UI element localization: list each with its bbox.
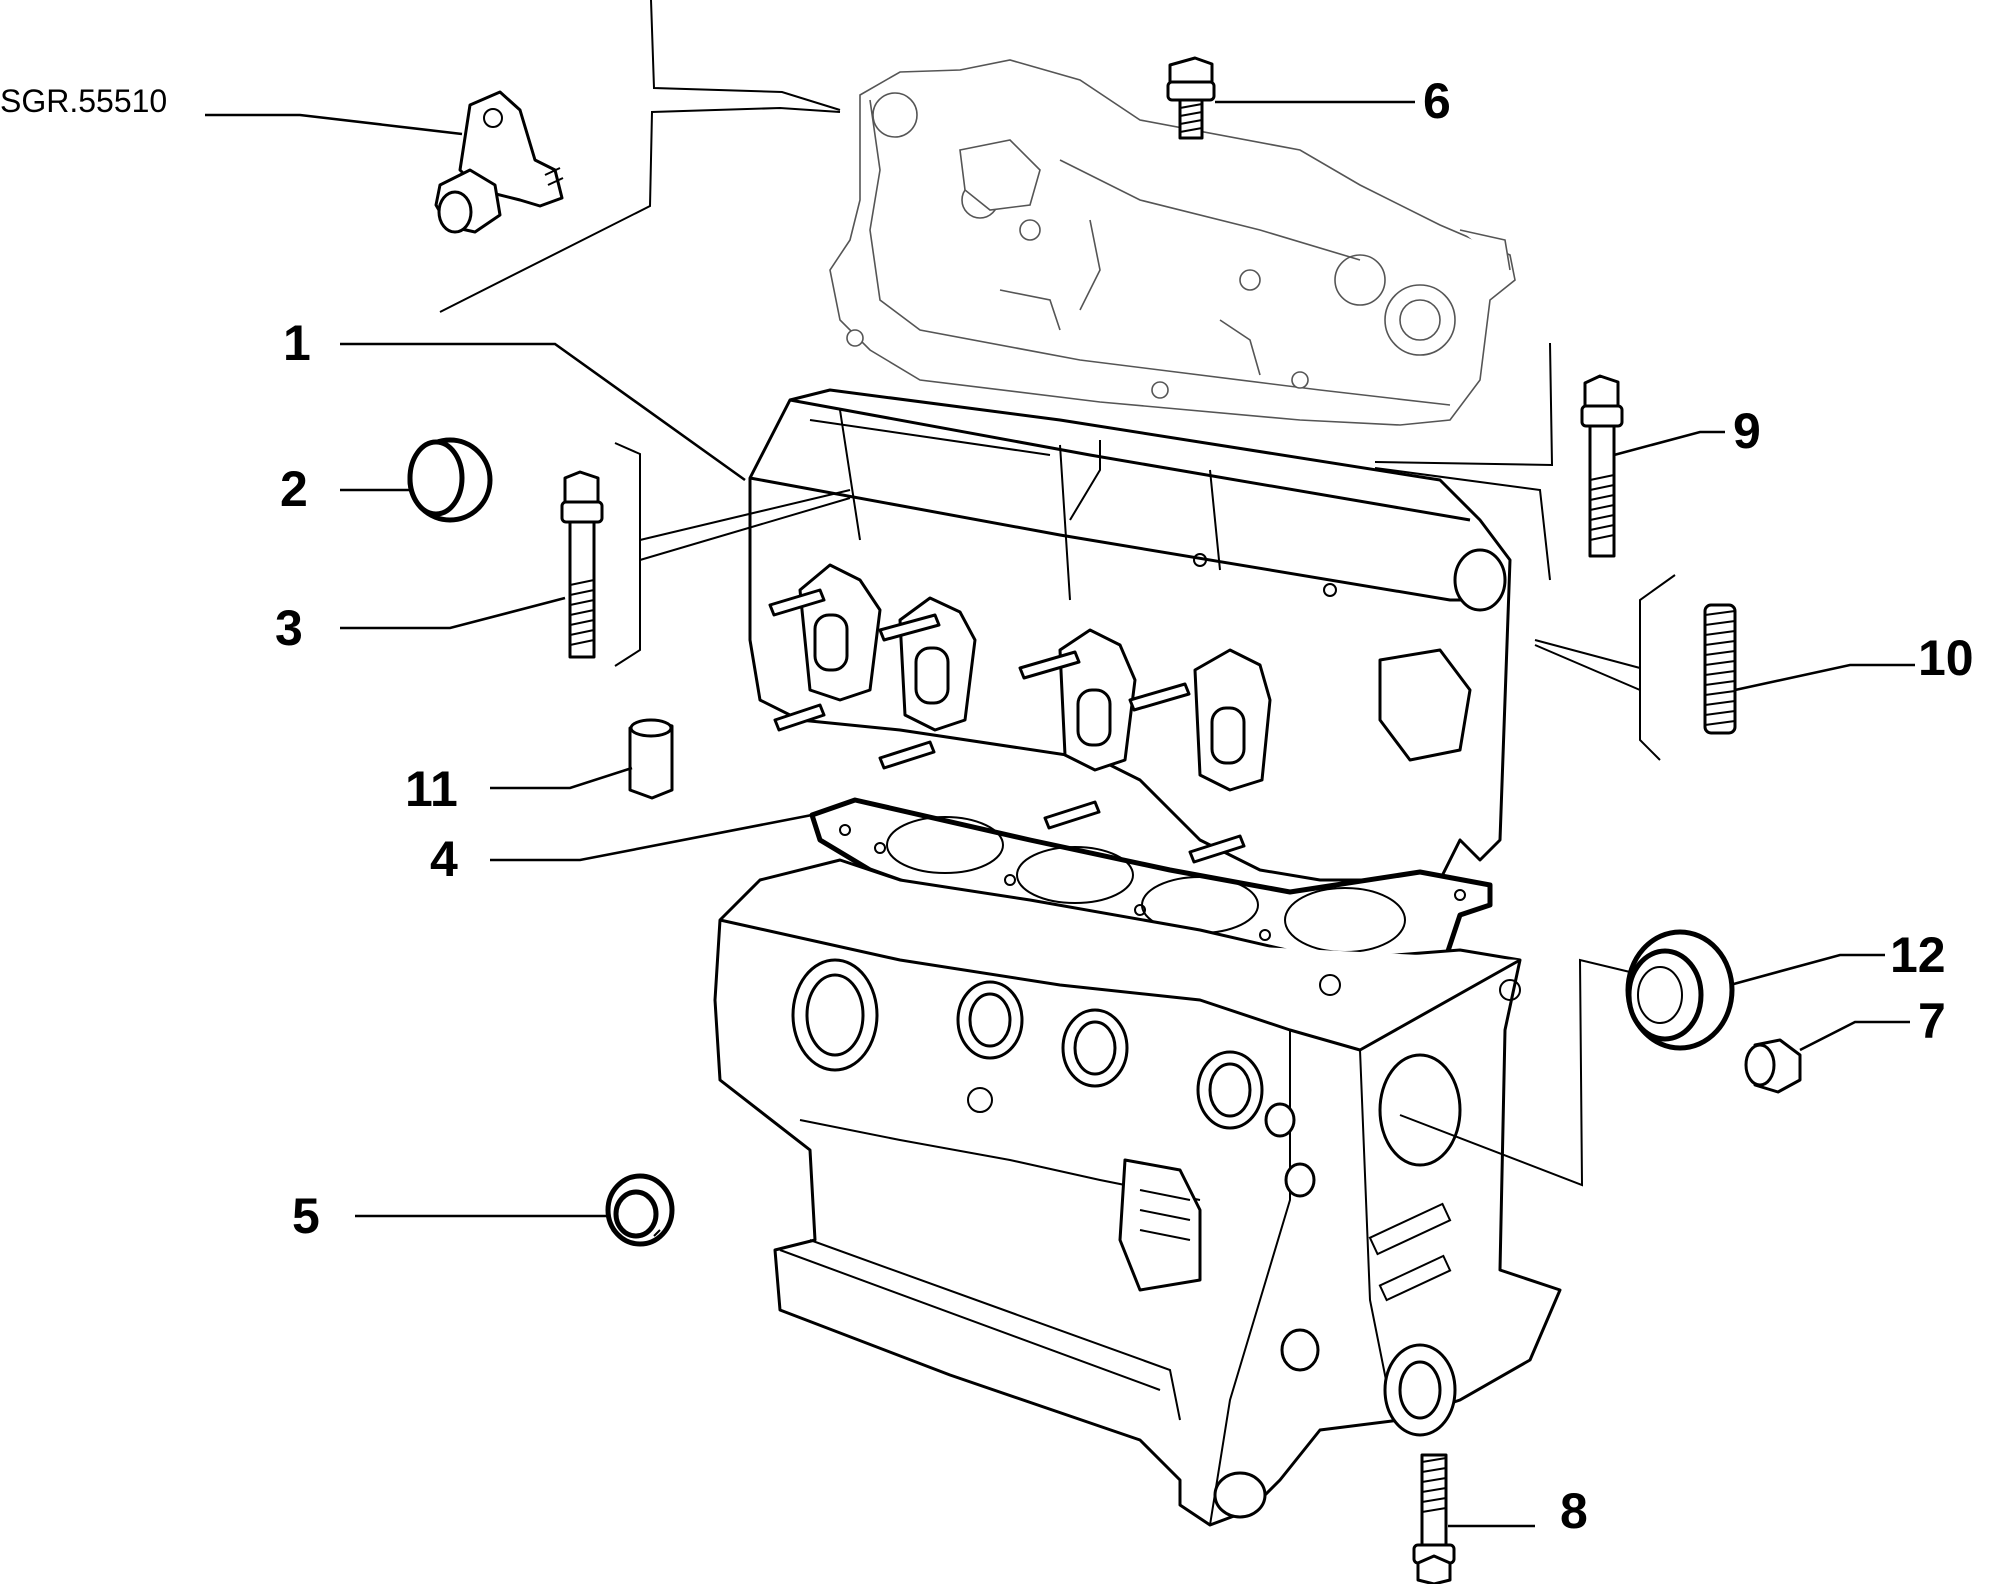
callout-12: 12 (1890, 927, 1946, 983)
bracket-top-2 (439, 106, 841, 313)
oil-seal-12 (1625, 929, 1735, 1051)
leader-reference (205, 113, 463, 136)
callout-6: 6 (1423, 73, 1451, 129)
plug-7 (1744, 1038, 1802, 1094)
cylinder-head (748, 388, 1512, 882)
bracket-top (650, 0, 841, 111)
stud-10 (1703, 603, 1737, 735)
callout-7: 7 (1918, 993, 1946, 1049)
bracket-left (614, 442, 641, 667)
leader-9 (1613, 430, 1725, 457)
tappet (407, 437, 493, 523)
callout-11: 11 (405, 761, 458, 817)
leader-4 (490, 813, 813, 862)
leader-3 (340, 596, 566, 630)
camshaft-sensor (434, 90, 564, 234)
bracket-left-link-2 (639, 497, 851, 561)
head-bolt (560, 470, 604, 659)
callout-2: 2 (280, 461, 308, 517)
callout-9: 9 (1733, 403, 1761, 459)
bracket-10 (1639, 574, 1676, 761)
callout-4: 4 (430, 831, 458, 887)
dowel-11 (628, 718, 674, 800)
leader-7 (1799, 1020, 1910, 1052)
bracket-10-link-2 (1534, 644, 1641, 691)
cylinder-block (713, 858, 1562, 1527)
bracket-left-link (639, 489, 851, 541)
bolt-6 (1166, 56, 1216, 140)
leader-10 (1734, 663, 1915, 692)
bracket-9 (1374, 342, 1554, 467)
plug-5 (605, 1173, 675, 1247)
callout-3: 3 (275, 600, 303, 656)
callout-5: 5 (292, 1188, 320, 1244)
leader-1 (340, 342, 746, 482)
bolt-8 (1412, 1453, 1456, 1584)
bracket-12 (1399, 958, 1631, 1187)
callout-8: 8 (1560, 1483, 1588, 1539)
reference-code: SGR.55510 (0, 83, 167, 119)
bolt-9 (1580, 374, 1624, 558)
callout-10: 10 (1918, 630, 1974, 686)
camshaft-carrier (829, 59, 1516, 426)
callout-1: 1 (283, 315, 311, 371)
leader-12 (1729, 953, 1885, 987)
leader-11 (490, 766, 633, 790)
bracket-10-link (1534, 639, 1641, 669)
bracket-9-b (1374, 467, 1551, 581)
